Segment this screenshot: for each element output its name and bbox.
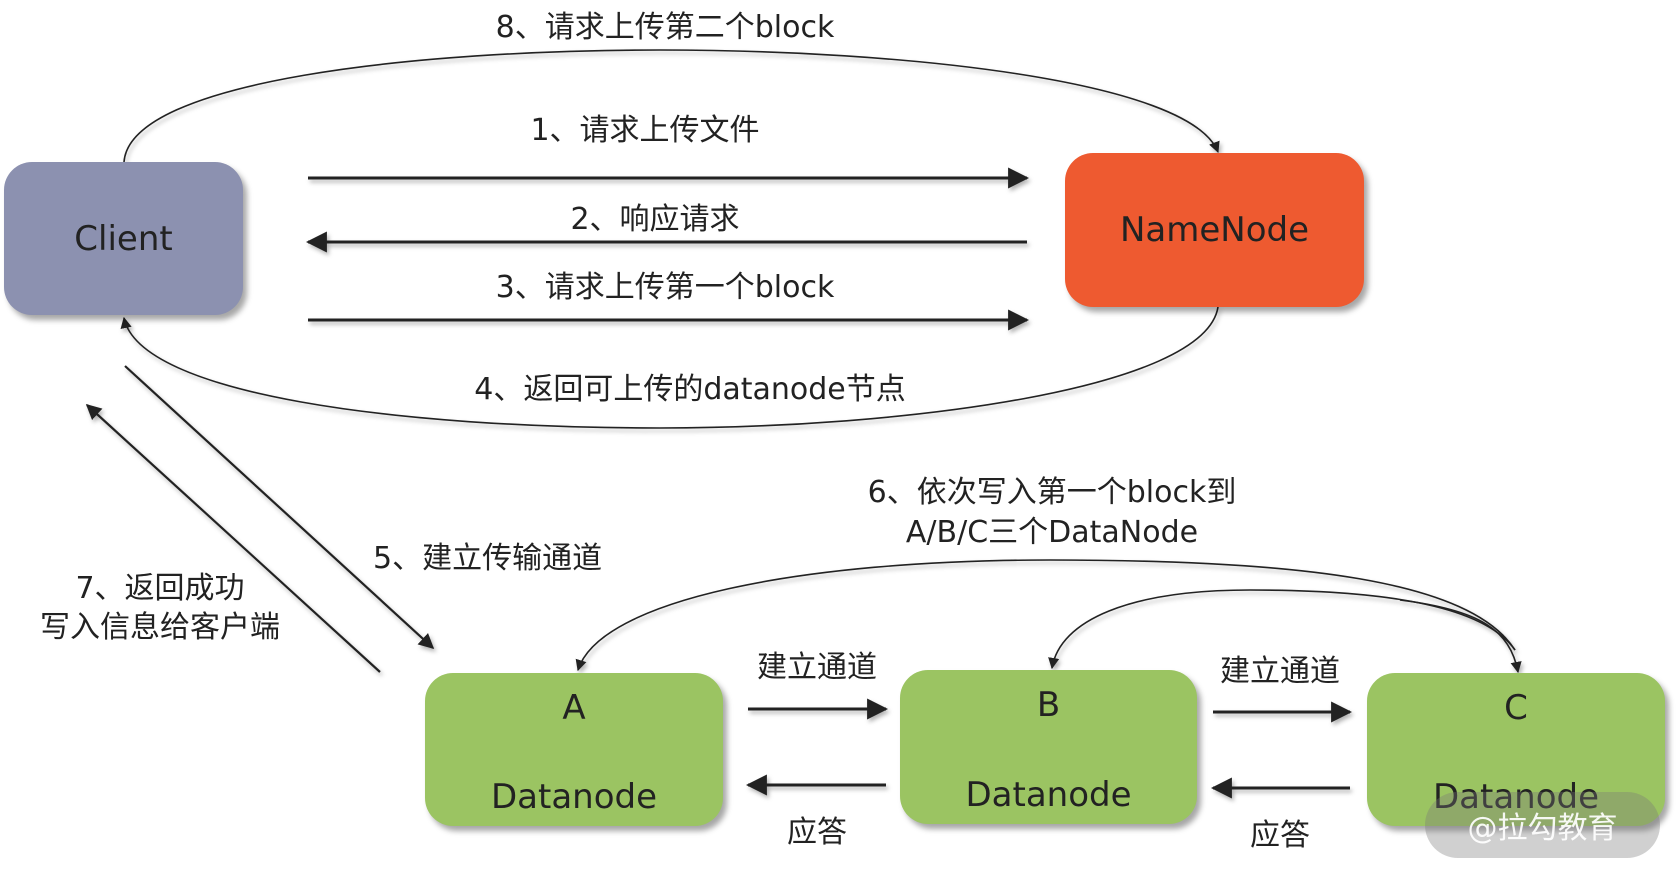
datanode-a-label: Datanode [490, 777, 658, 817]
client-node: Client [4, 162, 243, 315]
watermark: @拉勾教育 [1425, 792, 1660, 858]
namenode-label: NameNode [1119, 210, 1310, 250]
step7-label-line2: 写入信息给客户端 [40, 610, 280, 645]
step6-label-line1: 6、依次写入第一个block到 [867, 475, 1237, 510]
c-to-b-label: 应答 [1250, 818, 1310, 853]
datanode-c-label: Datanode [1432, 777, 1600, 817]
a-to-b-label: 建立通道 [757, 650, 877, 685]
edge-step4 [120, 306, 1219, 429]
client-label: Client [74, 218, 173, 259]
edge-step7 [85, 403, 381, 673]
step2-label: 2、响应请求 [570, 202, 740, 237]
step5-label: 5、建立传输通道 [373, 541, 603, 576]
b-to-c-label: 建立通道 [1220, 654, 1340, 689]
datanode-a: A Datanode [425, 673, 723, 826]
edge-step6-to-b [1048, 589, 1516, 670]
step1-label: 1、请求上传文件 [530, 113, 760, 148]
edge-step5 [124, 365, 435, 650]
edge-step6-to-c [1399, 599, 1522, 674]
datanode-c: C Datanode [1367, 673, 1665, 826]
edge-step8 [123, 49, 1220, 163]
step3-label: 3、请求上传第一个block [495, 270, 835, 305]
datanode-b: B Datanode [900, 670, 1197, 824]
step4-label: 4、返回可上传的datanode节点 [474, 372, 906, 407]
namenode-node: NameNode [1065, 153, 1364, 307]
b-to-a-label: 应答 [787, 815, 847, 850]
step8-label: 8、请求上传第二个block [495, 10, 835, 45]
edge-step6-to-a [575, 559, 1516, 672]
step6-label-line2: A/B/C三个DataNode [905, 515, 1199, 550]
datanode-c-letter: C [1504, 688, 1528, 728]
datanode-a-letter: A [562, 688, 586, 728]
step7-label-line1: 7、返回成功 [75, 571, 245, 606]
datanode-b-letter: B [1036, 685, 1061, 725]
datanode-b-label: Datanode [965, 775, 1132, 815]
